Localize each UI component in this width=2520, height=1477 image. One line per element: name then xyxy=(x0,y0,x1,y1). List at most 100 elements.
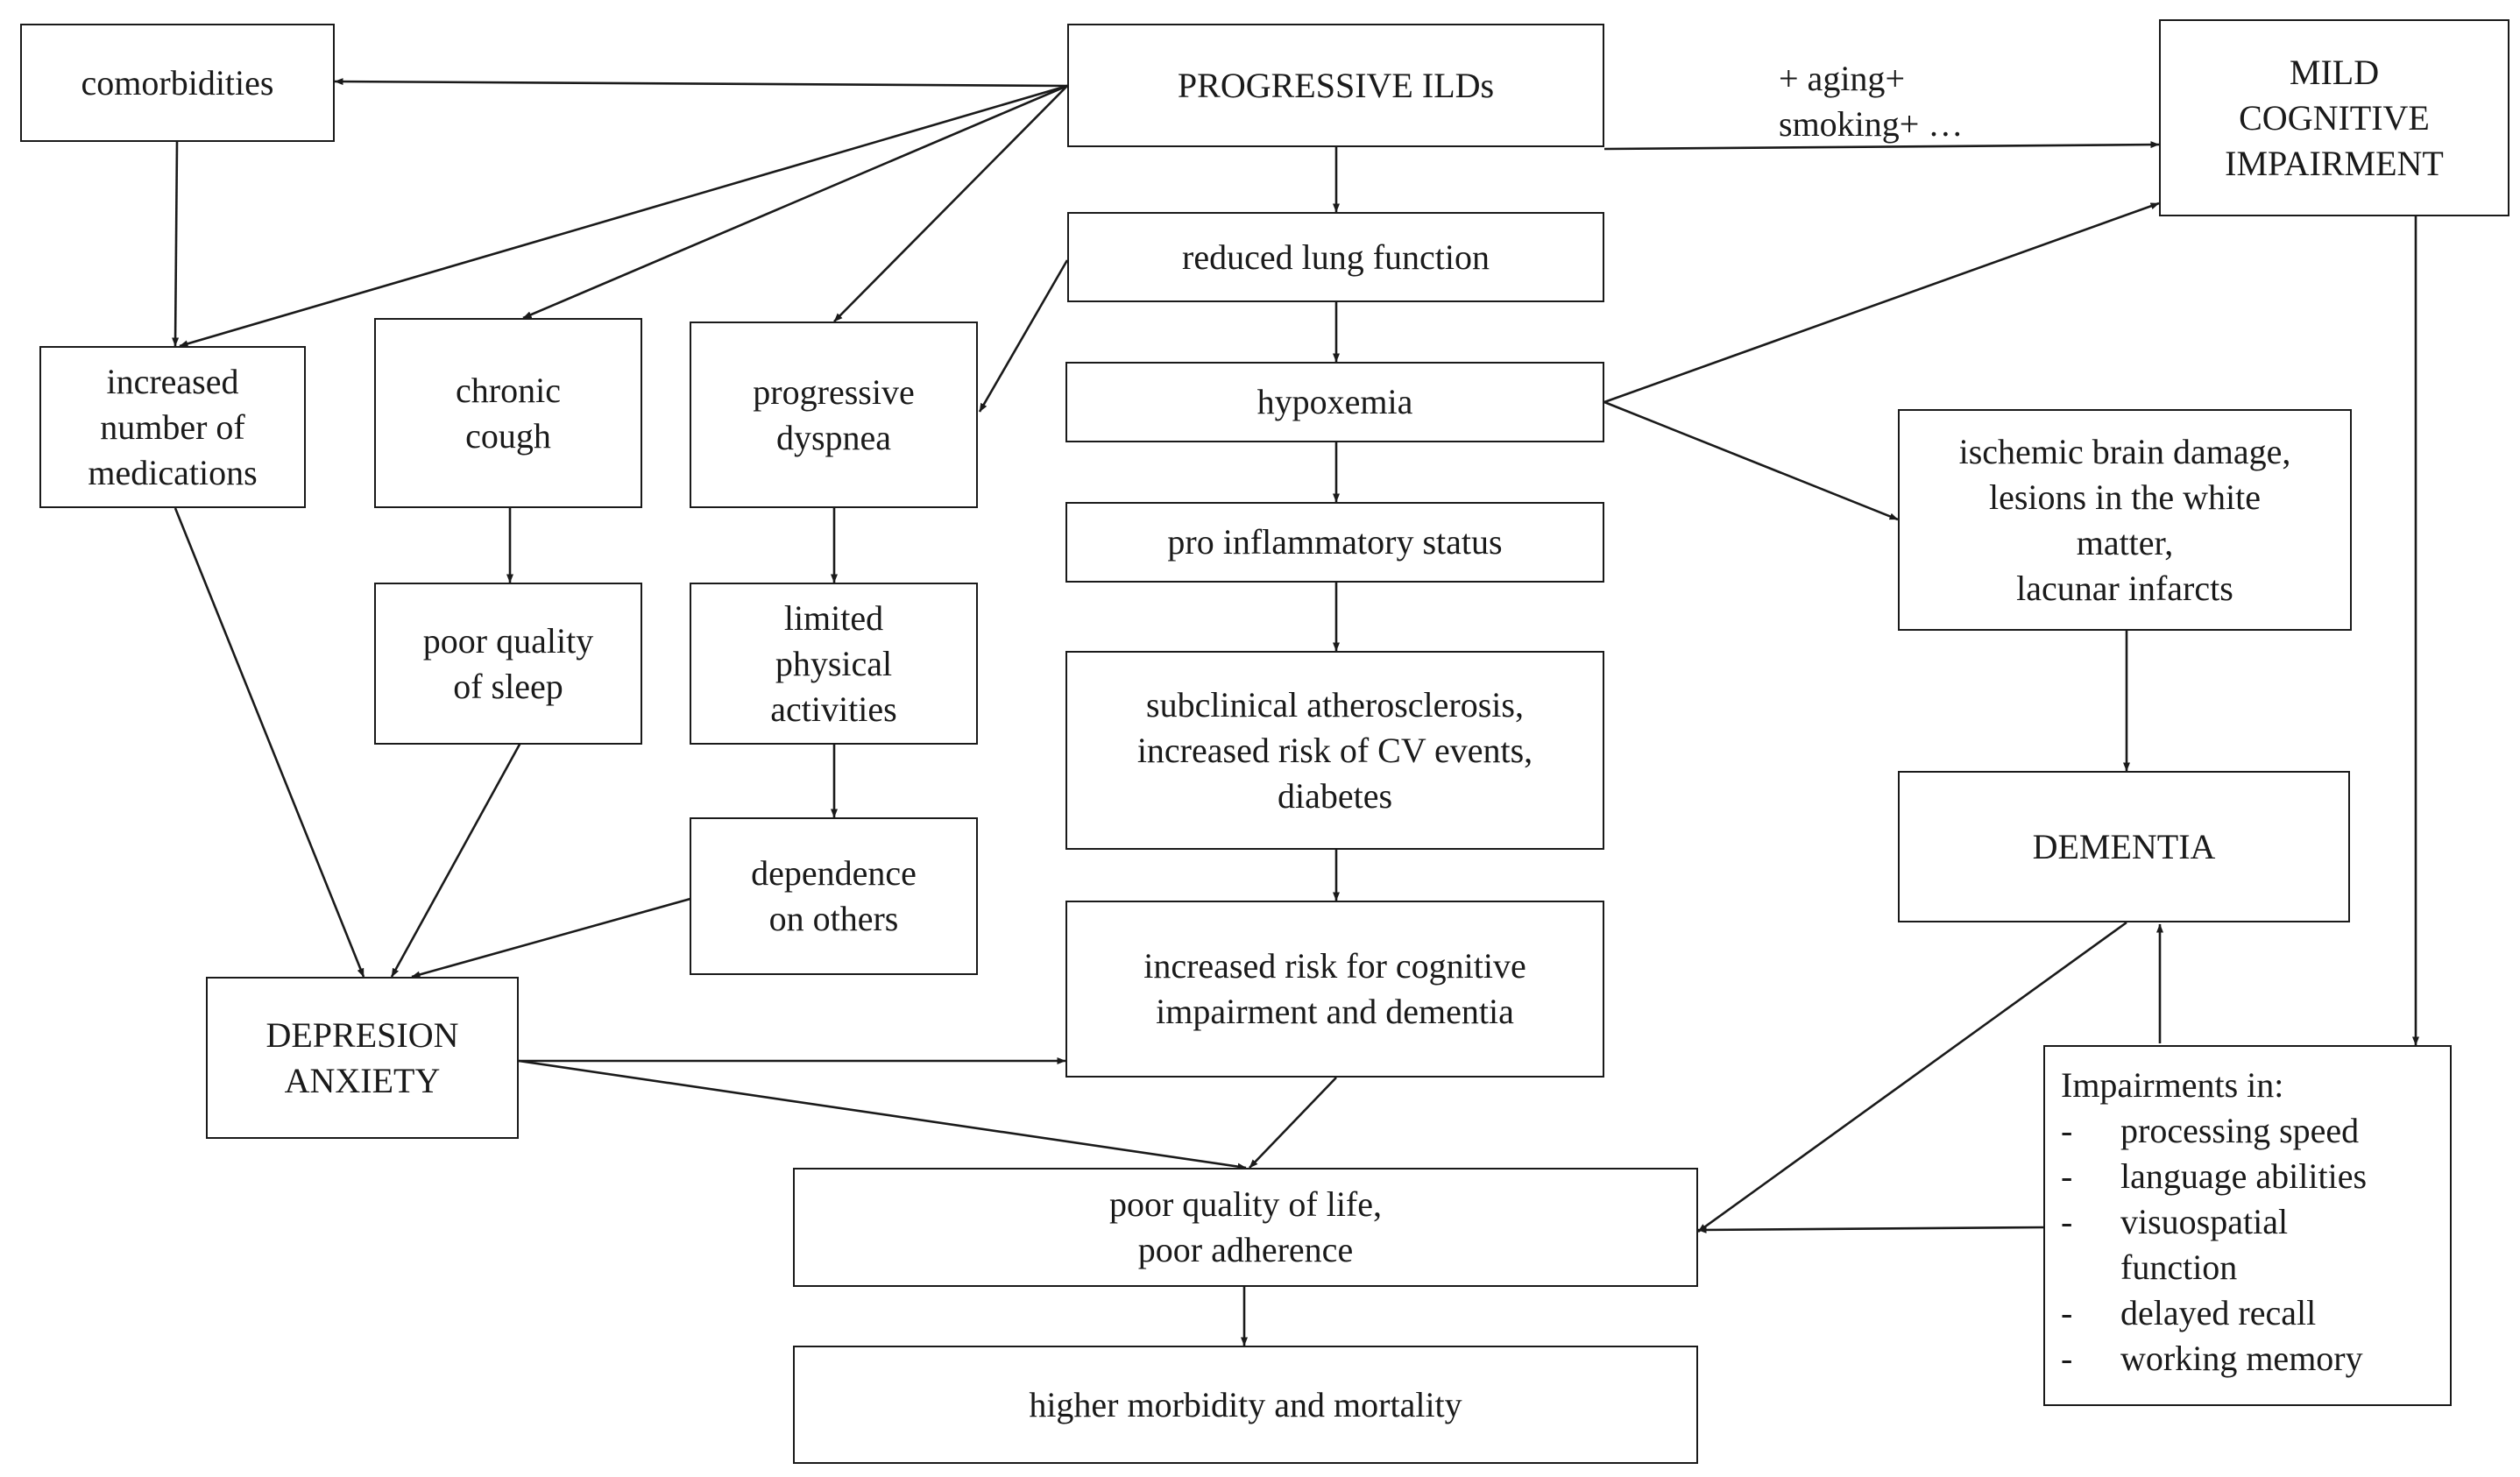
arrow-risk-to-quality xyxy=(1249,1077,1337,1169)
arrow-ilds-to-medications xyxy=(179,84,1068,348)
list-bullet: - xyxy=(2061,1111,2073,1150)
dependence-on-others-box: dependence on others xyxy=(690,817,978,975)
node-text-line: impairment and dementia xyxy=(1156,992,1514,1031)
node-text-line: comorbidities xyxy=(81,62,274,102)
node-text: DEMENTIA xyxy=(2033,824,2216,870)
node-text-line: progressive xyxy=(753,371,915,412)
impairment-item: - delayed recall xyxy=(2061,1290,2367,1336)
node-text-line: poor quality xyxy=(422,620,594,661)
impairment-text-line: function xyxy=(2120,1247,2238,1287)
node-text: dependence on others xyxy=(751,851,917,942)
arrow-hypoxemia-to-mci xyxy=(1603,201,2160,404)
node-text-line: pro inflammatory status xyxy=(1167,522,1503,562)
arrow-ilds-to-cough xyxy=(522,84,1068,320)
dementia-box: DEMENTIA xyxy=(1898,771,2350,922)
node-text-line: subclinical atherosclerosis, xyxy=(1146,684,1524,724)
node-text-line: DEMENTIA xyxy=(2032,826,2216,866)
node-text-line: on others xyxy=(768,899,899,938)
arrow-hypoxemia-to-ischemic xyxy=(1603,400,1899,521)
impairment-text-line: language abilities xyxy=(2120,1156,2368,1196)
impairment-item: - working memory xyxy=(2061,1336,2367,1382)
node-text-line: medications xyxy=(88,452,258,492)
node-text-line: + smoking xyxy=(1779,59,1905,144)
arrow-comorbidities-to-medications xyxy=(172,141,180,347)
node-text-line: limited xyxy=(783,597,884,638)
node-text: PROGRESSIVE ILDs xyxy=(1178,63,1494,109)
node-text-line: lesions in the white xyxy=(1989,477,2261,517)
node-text-line: PROGRESSIVE ILDs xyxy=(1177,65,1495,105)
node-text: + aging+ smoking+ … xyxy=(1779,56,2042,147)
node-text-line: COGNITIVE xyxy=(2239,97,2430,138)
node-text: increased risk for cognitive impairment a… xyxy=(1143,943,1526,1035)
poor-quality-sleep-box: poor quality of sleep xyxy=(374,583,642,745)
impairments-list: - processing speed - language abilities - vis… xyxy=(2061,1108,2367,1382)
node-text-line: + … xyxy=(1899,104,1964,144)
list-bullet: - xyxy=(2061,1202,2073,1241)
comorbidities-box: comorbidities xyxy=(20,24,335,142)
node-text: poor quality of life,poor adherence xyxy=(1109,1182,1382,1273)
node-text-line: dyspnea xyxy=(775,417,892,457)
list-bullet: - xyxy=(2061,1293,2073,1332)
impairment-text-line: processing speed xyxy=(2120,1111,2360,1150)
subclinical-atherosclerosis-box: subclinical atherosclerosis, increased ri… xyxy=(1065,651,1604,850)
morbidity-mortality-box: higher morbidity and mortality xyxy=(793,1346,1698,1464)
node-text-line: DEPRESION xyxy=(265,1014,459,1055)
increased-medications-box: increased number of medications xyxy=(39,346,306,508)
node-text-line: physical xyxy=(775,643,893,683)
arrow-ilds-to-comorbidities xyxy=(334,78,1068,88)
impairment-item: - language abilities xyxy=(2061,1154,2367,1199)
node-text-line: dependence xyxy=(751,853,917,893)
impairments-title: Impairments in: xyxy=(2061,1065,2284,1105)
node-text: DEPRESION ANXIETY xyxy=(265,1013,458,1104)
node-text-line: reduced lung function xyxy=(1182,237,1490,277)
node-text-line: number of xyxy=(100,406,245,447)
node-text-line: IMPAIRMENT xyxy=(2225,143,2444,183)
arrow-lung-to-dyspnea xyxy=(978,259,1069,413)
node-text: progressive dyspnea xyxy=(753,370,914,461)
impairment-text-line: working memory xyxy=(2120,1339,2363,1378)
node-text-line: increased xyxy=(106,361,239,401)
arrow-dementia-to-quality xyxy=(1697,921,2127,1233)
arrow-medications-to-depression xyxy=(173,507,365,978)
impairment-text: processing speed xyxy=(2120,1108,2359,1154)
node-text-line: ANXIETY xyxy=(284,1060,441,1100)
node-text-line: higher morbidity and mortality xyxy=(1029,1384,1462,1424)
node-text: ischemic brain damage, lesions in the whi… xyxy=(1959,429,2291,611)
arrow-dependence-to-depression xyxy=(411,897,691,979)
node-text-line: chronic xyxy=(456,370,561,410)
node-text-line: hypoxemia xyxy=(1256,382,1413,421)
impairment-text-line: visuospatial xyxy=(2120,1202,2289,1241)
impairment-text-line: delayed recall xyxy=(2120,1293,2317,1332)
node-text-line: lacunar infarcts xyxy=(2016,568,2233,608)
node-text: higher morbidity and mortality xyxy=(1029,1382,1462,1428)
arrow-sleep-to-depression xyxy=(390,732,527,978)
node-text-line: matter, xyxy=(2076,522,2174,562)
ischemic-brain-damage-box: ischemic brain damage, lesions in the whi… xyxy=(1898,409,2352,631)
impairments-box: Impairments in: - processing speed - langua… xyxy=(2043,1045,2452,1406)
poor-quality-of-life-box: poor quality of life,poor adherence xyxy=(793,1168,1698,1287)
node-text: reduced lung function xyxy=(1182,235,1490,280)
node-text: hypoxemia xyxy=(1257,379,1413,425)
progressive-ilds-box: PROGRESSIVE ILDs xyxy=(1067,24,1604,147)
list-bullet: - xyxy=(2061,1339,2073,1378)
reduced-lung-function-box: reduced lung function xyxy=(1067,212,1604,302)
node-text-line: + aging xyxy=(1779,59,1886,98)
node-text: comorbidities xyxy=(81,60,274,106)
node-text: poor quality of sleep xyxy=(423,618,593,710)
arrow-ilds-to-mci xyxy=(1603,141,2160,151)
node-text-line: ischemic brain damage, xyxy=(1958,431,2291,471)
arrow-ilds-to-dyspnea xyxy=(833,85,1068,322)
node-text-line: increased risk of CV events, xyxy=(1136,730,1533,770)
increased-risk-cognitive-box: increased risk for cognitive impairment a… xyxy=(1065,901,1604,1078)
node-text-line: increased risk for cognitive xyxy=(1143,946,1526,986)
arrow-impairments-to-quality xyxy=(1697,1226,2044,1233)
progressive-dyspnea-box: progressive dyspnea xyxy=(690,322,978,508)
node-text: subclinical atherosclerosis, increased ri… xyxy=(1137,682,1533,819)
arrow-depression-to-quality xyxy=(518,1059,1247,1170)
node-text-line: of sleep xyxy=(453,666,563,706)
pro-inflammatory-status-box: pro inflammatory status xyxy=(1065,502,1604,583)
list-bullet: - xyxy=(2061,1156,2073,1196)
